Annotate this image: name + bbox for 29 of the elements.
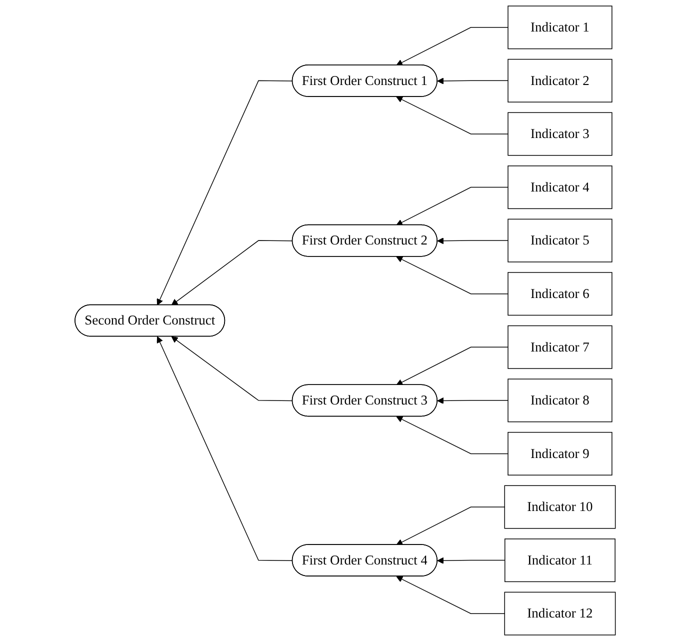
arrow: [156, 80, 293, 306]
node-box: [504, 485, 616, 529]
arrow: [396, 416, 508, 454]
node-box: [504, 538, 616, 582]
node-box: [507, 218, 612, 262]
node-box: [507, 378, 612, 422]
node-box: [507, 325, 612, 369]
node-box: [507, 58, 612, 102]
arrow: [396, 256, 508, 294]
arrow: [437, 557, 506, 564]
arrow: [437, 397, 508, 404]
arrow: [437, 78, 508, 84]
node-box: [507, 272, 612, 316]
arrow: [396, 576, 505, 614]
node-box: [504, 592, 616, 636]
node-box: [507, 432, 612, 476]
arrow: [396, 346, 508, 386]
node-box: [507, 112, 612, 156]
arrow: [396, 186, 508, 226]
arrow: [396, 506, 505, 546]
arrow: [156, 336, 293, 562]
node-box: [507, 6, 612, 50]
arrow: [437, 238, 508, 244]
arrow: [396, 27, 508, 66]
arrow: [171, 240, 293, 306]
node-box: [507, 166, 612, 210]
arrow: [171, 336, 293, 402]
arrow: [396, 96, 508, 134]
diagram: Second Order Construct First Order Construct 1 First Order Construct 2 First Order Construct 3 First Order Construct 4 Indicator 1 Indicator 2 Indicator 3 Indicator 4 Indicator 5 Indicator 6 Indicator 7 Indicator 8 Indicator 9 Indicator 10 Indicator 11 Indicator 12: [68, 0, 622, 641]
